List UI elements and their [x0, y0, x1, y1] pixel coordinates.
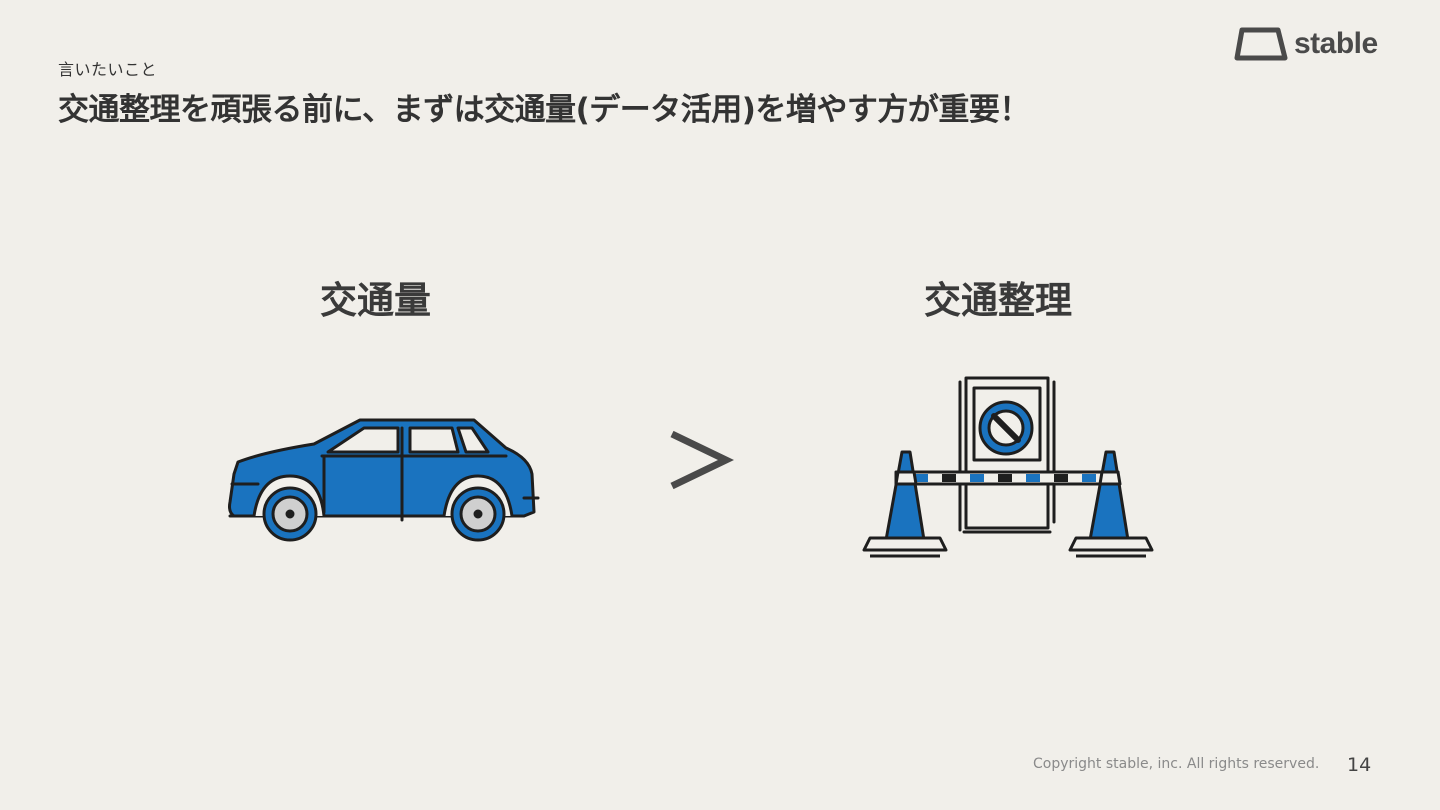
car-icon [228, 418, 540, 542]
copyright-text: Copyright stable, inc. All rights reserv… [1033, 756, 1320, 772]
traffic-cone-icon [1068, 450, 1154, 558]
page-number: 14 [1347, 754, 1372, 776]
traffic-barrier-icon [862, 376, 1154, 558]
no-entry-sign-icon [978, 400, 1034, 456]
greater-than-icon [670, 430, 734, 490]
traffic-control-heading: 交通整理 [924, 279, 1072, 322]
slide-subtitle: 言いたいこと [58, 60, 158, 79]
stable-logo: stable [1234, 26, 1378, 62]
slide-title: 交通整理を頑張る前に、まずは交通量(データ活用)を増やす方が重要！ [58, 92, 1030, 128]
traffic-volume-heading: 交通量 [320, 279, 431, 322]
logo-text: stable [1294, 27, 1378, 60]
stable-logo-icon [1234, 27, 1288, 61]
traffic-cone-icon [862, 450, 948, 558]
